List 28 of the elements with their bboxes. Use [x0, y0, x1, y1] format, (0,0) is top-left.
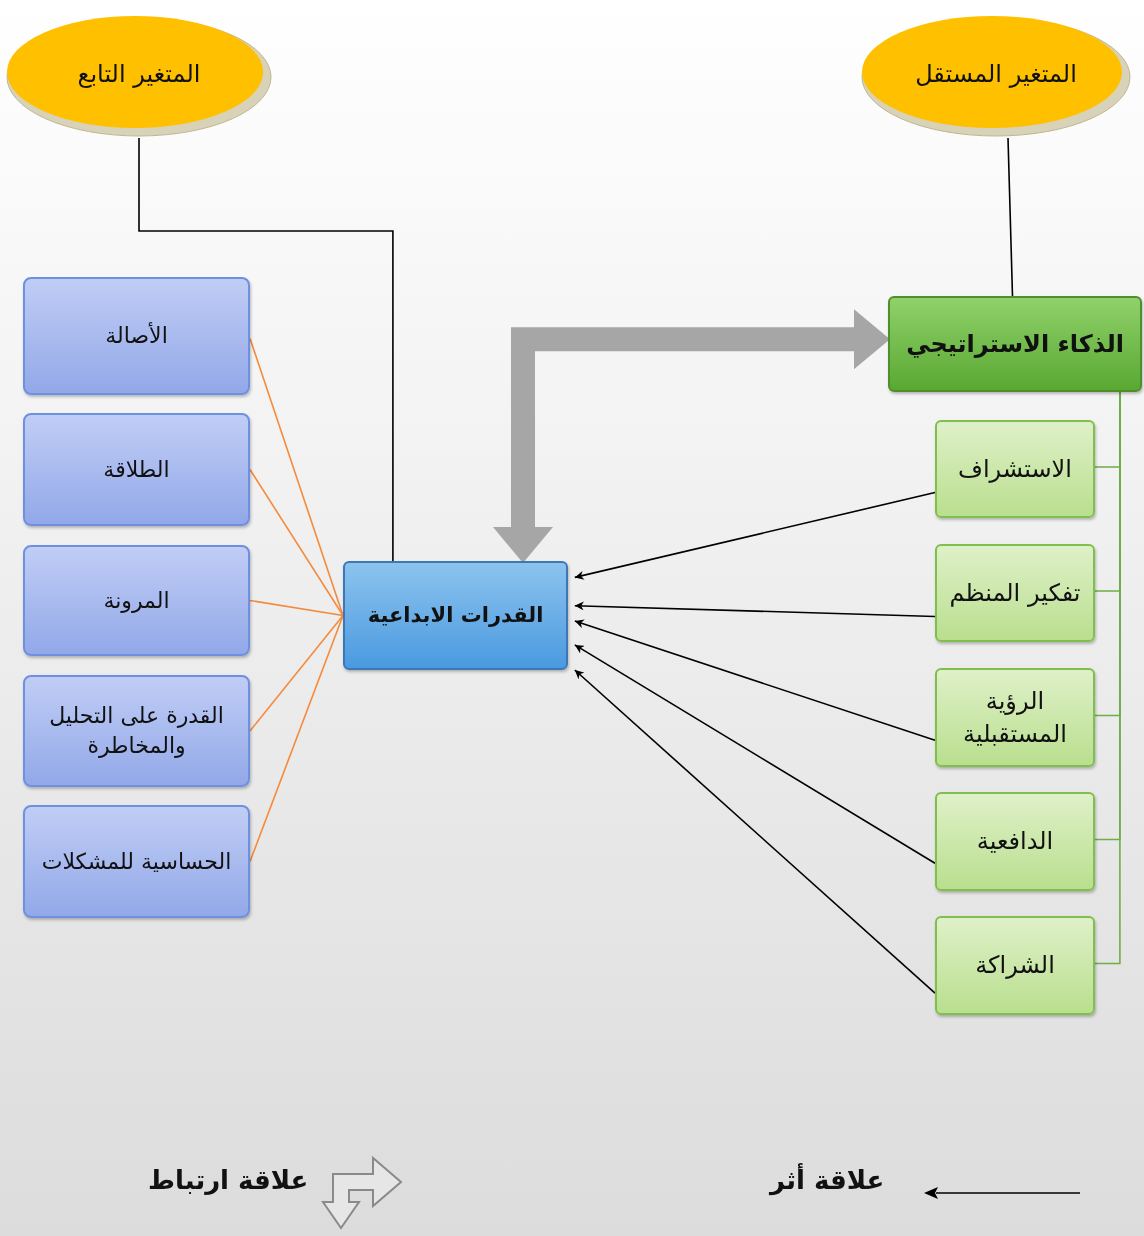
correlation-arrow [493, 309, 890, 563]
variable-box: الذكاء الاستراتيجي [888, 296, 1142, 392]
dimension-box: تفكير المنظم [935, 544, 1095, 642]
connector-line [138, 137, 394, 562]
arrow [574, 669, 936, 994]
ellipse-label: المتغير التابع [77, 60, 201, 88]
arrow [574, 491, 936, 580]
legend-label: علاقة ارتباط [148, 1165, 309, 1195]
dimension-box: المرونة [23, 545, 250, 656]
dimension-box: الدافعية [935, 792, 1095, 891]
dimension-box: الطلاقة [23, 413, 250, 526]
arrow [574, 644, 936, 865]
ellipse-label: المتغير المستقل [915, 60, 1077, 88]
dimension-box: الحساسية للمشكلات [23, 805, 250, 918]
connector-line [249, 614, 344, 732]
arrow [574, 601, 936, 618]
connector-line [249, 614, 344, 863]
connector-line [249, 468, 344, 617]
arrow [574, 619, 936, 742]
legend-label: علاقة أثر [770, 1165, 885, 1195]
dimension-box: الشراكة [935, 916, 1095, 1015]
dimension-box: الرؤية المستقبلية [935, 668, 1095, 767]
connector-line [249, 599, 344, 617]
variable-box: القدرات الابداعية [343, 561, 568, 670]
dimension-box: الاستشراف [935, 420, 1095, 518]
dimension-box: الأصالة [23, 277, 250, 395]
dimension-box: القدرة على التحليل والمخاطرة [23, 675, 250, 787]
connector-line [1007, 137, 1014, 297]
